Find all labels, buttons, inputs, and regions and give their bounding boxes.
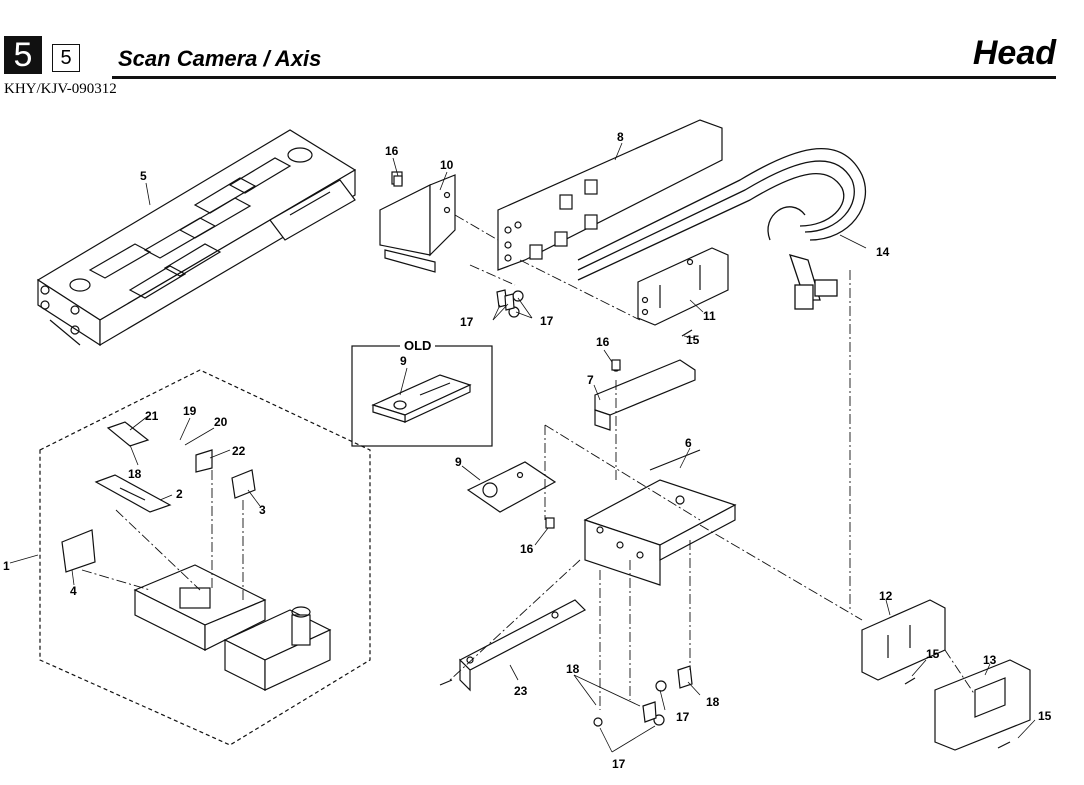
callout-16-c: 16 [520, 542, 534, 556]
callout-7: 7 [587, 373, 594, 387]
part-8-plate [497, 119, 723, 271]
page-title: Scan Camera / Axis [118, 46, 322, 71]
doc-code: KHY/KJV-090312 [4, 81, 117, 97]
part-3-bracket [231, 469, 256, 499]
category-title: Head [972, 34, 1056, 72]
callout-17-b: 17 [676, 710, 690, 724]
part-2-circuit-board [94, 474, 172, 513]
callout-21: 20 [214, 415, 228, 429]
callout-17-a: 17 [540, 314, 554, 328]
callout-13: 13 [983, 653, 997, 667]
part-19-board [106, 421, 150, 447]
page-header: 5 5 Scan Camera / Axis Head KHY/KJV-0903… [0, 0, 1084, 100]
part-4-label [61, 529, 96, 573]
part-11-plate [637, 247, 729, 326]
callouts: 1 2 3 4 5 6 7 8 9 9 10 11 12 13 14 15 15… [3, 130, 1052, 771]
callout-8: 8 [617, 130, 624, 144]
callout-15-b: 15 [926, 647, 940, 661]
callout-12: 12 [879, 589, 893, 603]
callout-5: 5 [140, 169, 147, 183]
fasteners [393, 175, 1011, 749]
callout-16-a: 16 [385, 144, 399, 158]
part-14-cable [577, 148, 867, 310]
callout-9: 9 [455, 455, 462, 469]
part-5-carriage-frame [36, 129, 357, 347]
callout-10: 10 [440, 158, 454, 172]
part-9-plate [466, 461, 557, 513]
callout-16-b: 16 [596, 335, 610, 349]
callout-19: 18 [128, 467, 142, 481]
callout-23: 22 [232, 444, 246, 458]
callout-22: 21 [145, 409, 159, 423]
part-10-bracket [379, 171, 456, 273]
part-6-block [583, 449, 737, 586]
part-9-old-plate [371, 374, 472, 423]
part-13-bracket [934, 659, 1031, 751]
callout-3: 3 [259, 503, 266, 517]
camera-assembly-boundary [39, 369, 371, 746]
part-23-bracket [195, 449, 213, 473]
callout-15-a: 15 [686, 333, 700, 347]
callout-18-a: 17 [460, 315, 474, 329]
leader-lines [9, 142, 1036, 753]
part-7-bracket [594, 359, 696, 431]
section-number-box: 5 [4, 36, 42, 74]
part-1-camera-assembly [133, 564, 332, 691]
callout-1: 1 [3, 559, 10, 573]
callout-4: 4 [70, 584, 77, 598]
callout-17-c: 17 [612, 757, 626, 771]
part-24-rail [458, 599, 587, 692]
callout-24: 23 [514, 684, 528, 698]
callout-18-c: 18 [706, 695, 720, 709]
callout-2: 2 [176, 487, 183, 501]
callout-6: 6 [685, 436, 692, 450]
callout-9-old: 9 [400, 354, 407, 368]
header-rule [112, 76, 1056, 79]
sub-number-box: 5 [52, 44, 80, 72]
alignment-lines [81, 214, 976, 710]
callout-18-b: 18 [566, 662, 580, 676]
part-12-plate [861, 599, 946, 681]
callout-20: 19 [183, 404, 197, 418]
old-label: OLD [400, 338, 436, 353]
callout-14: 14 [876, 245, 890, 259]
callout-15-c: 15 [1038, 709, 1052, 723]
callout-11: 11 [703, 309, 716, 323]
